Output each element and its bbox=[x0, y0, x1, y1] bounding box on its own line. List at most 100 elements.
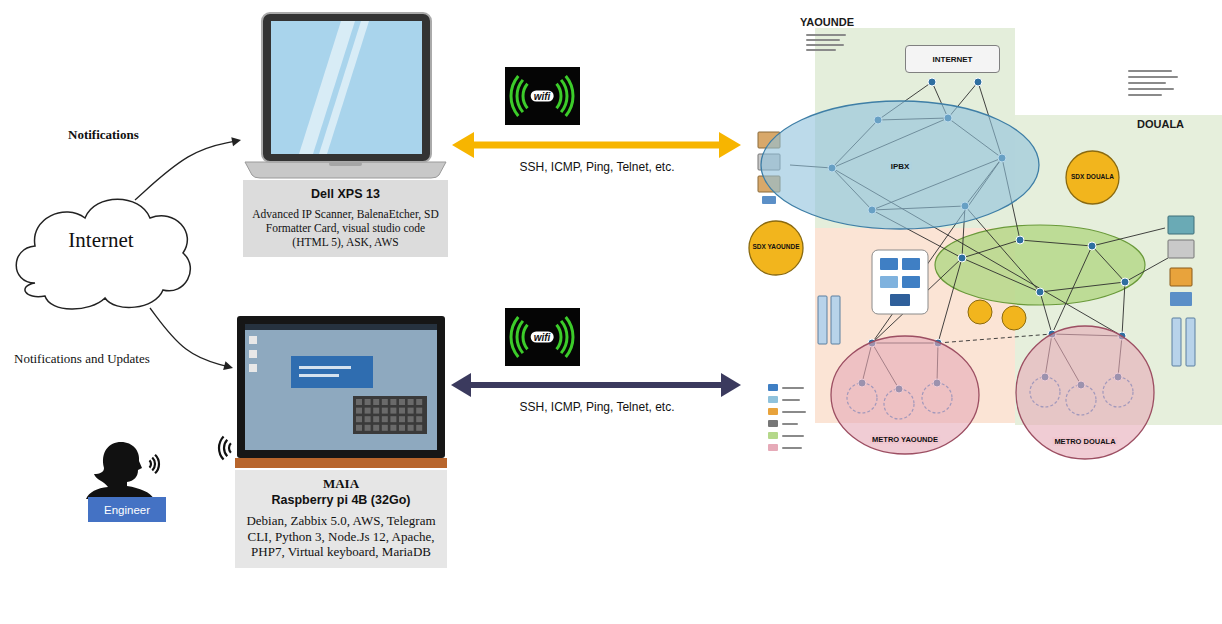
wifi-wave bbox=[523, 84, 527, 108]
voice-wave bbox=[152, 458, 155, 471]
engineer-silhouette bbox=[86, 442, 154, 499]
network-link bbox=[1125, 258, 1168, 282]
dialog-line bbox=[299, 374, 339, 377]
dialog-line bbox=[299, 366, 351, 369]
router-icon bbox=[1121, 278, 1129, 286]
key bbox=[416, 408, 422, 414]
raspberry-pi-node: MAIARaspberry pi 4B (32Go)Debian, Zabbix… bbox=[235, 312, 447, 568]
connector bbox=[451, 373, 741, 397]
legend-icon bbox=[768, 384, 778, 391]
rack-icon bbox=[1172, 318, 1181, 366]
metro-ring: METRO DOUALA bbox=[1015, 325, 1155, 460]
logo-text: wifi bbox=[531, 332, 554, 343]
wifi-wave bbox=[566, 317, 573, 357]
key bbox=[365, 425, 371, 431]
tiny-text-mark bbox=[782, 423, 798, 425]
wifi-wave bbox=[557, 84, 561, 108]
wifi-logo bbox=[505, 67, 580, 125]
tiny-text-mark bbox=[806, 39, 840, 41]
tiny-text-mark bbox=[782, 411, 806, 413]
key bbox=[356, 399, 362, 405]
connector-line bbox=[150, 308, 226, 366]
laptop-notch bbox=[329, 162, 362, 166]
software-list: Advanced IP Scanner, BalenaEtcher, SD Fo… bbox=[249, 207, 442, 249]
service-icon bbox=[880, 276, 898, 288]
ring-label: METRO YAOUNDE bbox=[870, 435, 940, 444]
software-list: Debian, Zabbix 5.0, AWS, Telegram CLI, P… bbox=[241, 513, 441, 560]
screen-bezel bbox=[237, 316, 445, 458]
site-label: SDX DOUALA bbox=[1071, 173, 1114, 180]
wifi-wave bbox=[511, 76, 518, 116]
tiny-text-mark bbox=[1128, 70, 1172, 72]
laptop-illustration bbox=[243, 10, 448, 180]
network-link bbox=[1020, 240, 1092, 246]
network-link bbox=[938, 334, 1052, 343]
laptop-base bbox=[245, 162, 446, 178]
service-panel bbox=[872, 250, 928, 314]
service-icon bbox=[902, 276, 920, 288]
cloud-shape bbox=[16, 199, 190, 309]
key bbox=[382, 408, 388, 414]
key bbox=[408, 425, 414, 431]
network-link bbox=[1122, 282, 1125, 336]
desktop-icon bbox=[249, 364, 257, 372]
service-icon bbox=[890, 294, 910, 306]
logo-ground bbox=[505, 67, 580, 125]
internet-box: INTERNET bbox=[905, 45, 1000, 73]
role-box: Engineer bbox=[88, 497, 166, 522]
tiny-text-mark bbox=[806, 34, 846, 36]
arrowhead bbox=[451, 373, 471, 397]
tiny-text-mark bbox=[782, 435, 804, 437]
rack-icon bbox=[818, 296, 827, 344]
server-icon bbox=[1170, 292, 1192, 306]
arrowhead bbox=[719, 132, 741, 158]
screen-illustration bbox=[235, 312, 447, 470]
router-icon bbox=[928, 78, 936, 86]
key bbox=[390, 425, 396, 431]
arrowhead bbox=[223, 361, 233, 370]
connector bbox=[452, 132, 741, 158]
edge-label: Notifications bbox=[66, 127, 141, 143]
router-icon bbox=[1036, 288, 1044, 296]
site-label: SDX YAOUNDE bbox=[753, 243, 800, 250]
connector bbox=[135, 137, 241, 200]
network-link bbox=[1092, 246, 1125, 282]
key bbox=[399, 416, 405, 422]
ellipse-shape bbox=[761, 101, 1039, 229]
network-map: YAOUNDEDOUALAINTERNETIPBXSDX DOUALASDX Y… bbox=[745, 12, 1218, 467]
service-icon bbox=[902, 258, 920, 270]
key bbox=[365, 416, 371, 422]
key bbox=[390, 416, 396, 422]
connector-line bbox=[135, 141, 234, 200]
ring-label: METRO DOUALA bbox=[1052, 437, 1117, 446]
ipbx-ring: IPBX bbox=[760, 100, 1040, 230]
key bbox=[416, 399, 422, 405]
virtual-keyboard bbox=[353, 396, 427, 434]
network-link bbox=[962, 240, 1020, 258]
core-ring bbox=[935, 225, 1145, 305]
sdx-site: SDX YAOUNDE bbox=[748, 220, 804, 276]
legend-icon bbox=[768, 396, 778, 403]
network-link bbox=[1040, 292, 1052, 334]
legend-icon bbox=[768, 420, 778, 427]
voice-wave bbox=[149, 460, 151, 467]
key bbox=[373, 399, 379, 405]
rack-icon bbox=[831, 296, 840, 344]
wifi-wave bbox=[561, 80, 567, 112]
network-link bbox=[1092, 228, 1165, 246]
key bbox=[365, 408, 371, 414]
tiny-text-mark bbox=[782, 447, 802, 449]
site-icon bbox=[1002, 306, 1026, 330]
voice-wave bbox=[155, 455, 159, 474]
key bbox=[356, 416, 362, 422]
site-label: INTERNET bbox=[933, 55, 973, 64]
tiny-text-mark bbox=[806, 49, 836, 51]
arrowhead bbox=[452, 132, 474, 158]
server-icon bbox=[1170, 268, 1192, 286]
key bbox=[390, 408, 396, 414]
ellipse-shape bbox=[749, 221, 803, 275]
wifi-wave bbox=[561, 321, 567, 353]
cloud-label: Internet bbox=[68, 228, 133, 253]
device-name: MAIA bbox=[241, 476, 441, 492]
